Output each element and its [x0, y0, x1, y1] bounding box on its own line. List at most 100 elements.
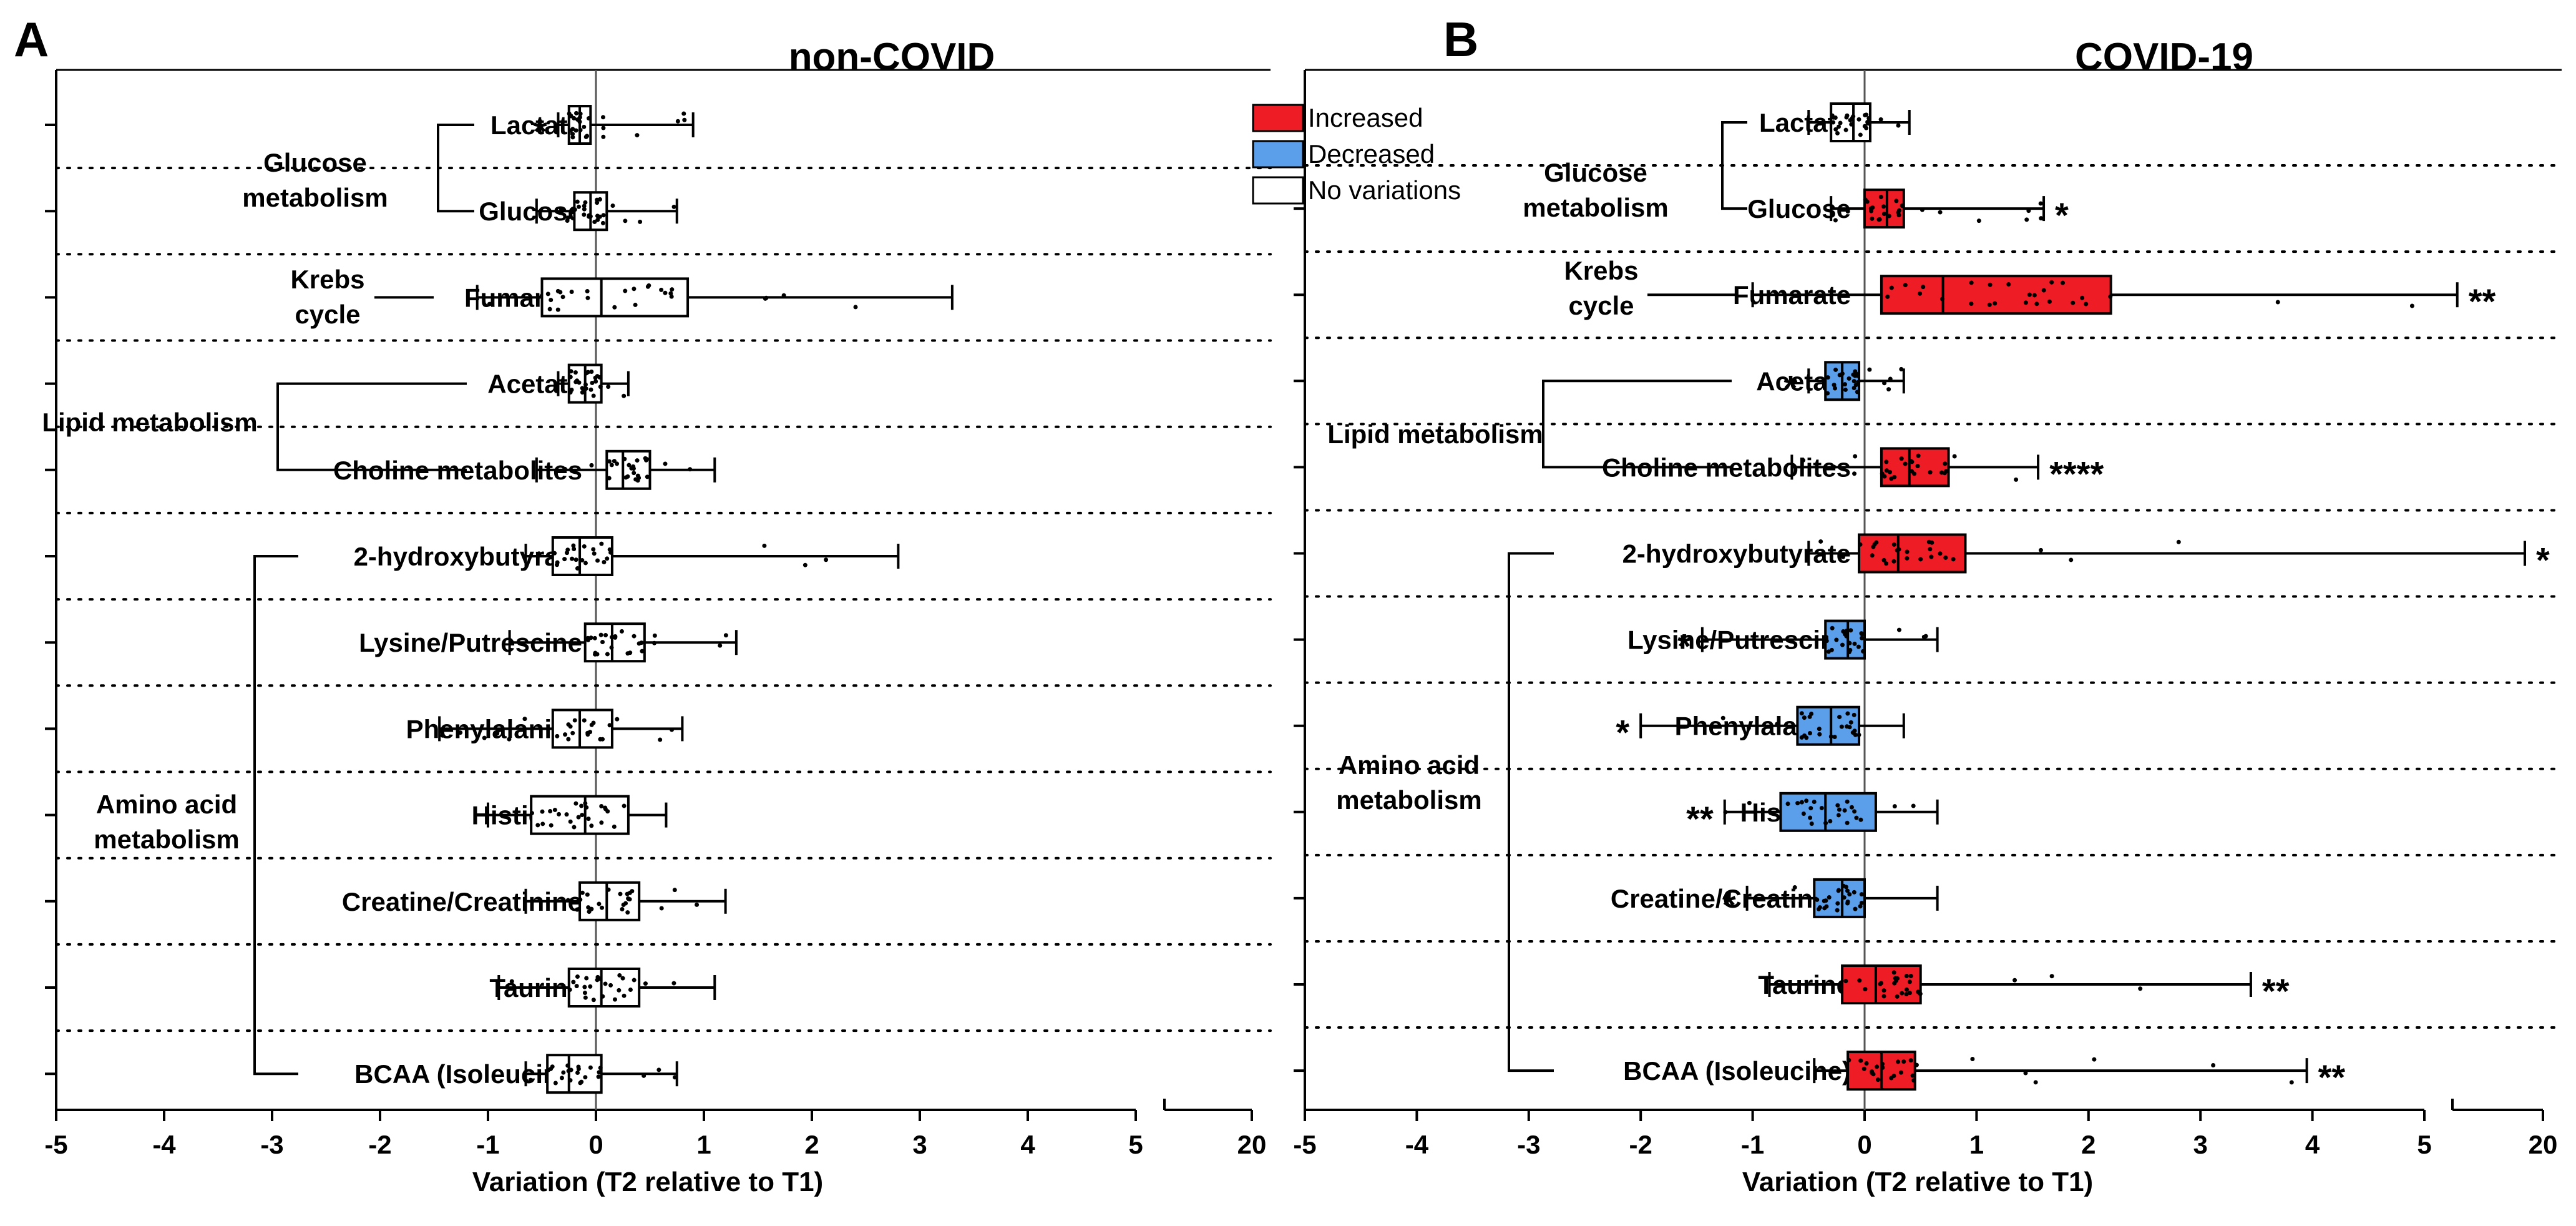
data-point [672, 1075, 677, 1080]
data-point [646, 283, 651, 288]
data-point [1969, 280, 1974, 285]
data-points [567, 110, 687, 140]
x-tick-label: 4 [1020, 1130, 1035, 1159]
data-point [2038, 201, 2043, 206]
data-point [583, 134, 588, 139]
data-point [1854, 815, 1859, 820]
data-point [1799, 711, 1804, 716]
data-point [595, 558, 600, 563]
data-point [605, 556, 610, 561]
data-point [2176, 539, 2181, 544]
data-point [553, 1081, 558, 1086]
data-point [522, 717, 527, 722]
data-point [2026, 208, 2031, 213]
data-point [586, 116, 591, 121]
data-point [1853, 906, 1858, 911]
data-point [555, 307, 560, 312]
data-points [1823, 625, 1928, 655]
data-point [600, 994, 605, 999]
data-point [1854, 371, 1859, 376]
data-point [1875, 1064, 1880, 1069]
data-point [1823, 821, 1828, 826]
data-point [1920, 207, 1925, 212]
data-point [627, 897, 632, 902]
row-fumarate: Fumarate [45, 277, 954, 318]
data-point [1847, 376, 1852, 381]
data-point [582, 991, 587, 996]
data-point [1845, 711, 1850, 716]
data-point [592, 635, 597, 640]
data-point [1842, 808, 1847, 813]
data-point [1891, 559, 1896, 564]
data-point [621, 903, 626, 908]
data-point [620, 976, 625, 981]
data-point [1746, 725, 1751, 730]
data-point [1807, 714, 1812, 719]
data-point [2014, 477, 2019, 482]
data-point [635, 458, 640, 463]
data-point [598, 1066, 603, 1071]
data-point [1807, 730, 1812, 735]
legend-swatch-no-variations [1252, 176, 1304, 205]
data-point [639, 640, 644, 645]
data-point [1864, 1061, 1869, 1066]
data-point [1929, 554, 1934, 559]
data-point [562, 466, 567, 471]
data-point [1845, 888, 1850, 893]
data-point [571, 979, 576, 984]
data-point [2289, 1080, 2294, 1085]
data-point [1896, 210, 1901, 215]
data-point [1838, 120, 1843, 125]
significance-marker: * [2055, 195, 2069, 235]
data-point [1819, 805, 1824, 810]
data-point [1826, 649, 1831, 654]
data-point [1938, 551, 1943, 556]
group-bracket [253, 555, 298, 1076]
data-point [584, 976, 589, 981]
data-point [595, 217, 600, 222]
data-point [1908, 459, 1913, 464]
x-tick-label: 2 [2081, 1130, 2095, 1159]
data-point [1812, 799, 1817, 804]
data-point [1863, 112, 1868, 117]
data-point [1849, 122, 1854, 127]
row-2-hydroxybutyrate: 2-hydroxybutyrate [45, 536, 900, 576]
x-tick-label: -4 [1405, 1130, 1429, 1159]
data-point [535, 823, 540, 828]
data-point [575, 907, 580, 912]
data-point [1910, 1073, 1915, 1078]
data-point [633, 302, 638, 307]
data-point [781, 293, 786, 298]
data-point [588, 635, 593, 640]
data-point [1863, 987, 1868, 992]
data-point [2041, 288, 2046, 293]
data-point [1825, 391, 1830, 396]
x-tick-label: -3 [1517, 1130, 1540, 1159]
data-point [645, 457, 650, 462]
x-tick-label: 0 [1857, 1130, 1871, 1159]
data-point [1870, 205, 1875, 210]
data-point [1951, 557, 1956, 562]
data-point [574, 984, 579, 989]
data-point [1928, 547, 1933, 552]
data-point [580, 558, 585, 563]
data-point [1891, 542, 1896, 547]
data-point [1840, 554, 1845, 559]
box-iqr [1813, 878, 1866, 918]
data-point [1801, 812, 1806, 817]
data-point [612, 824, 617, 829]
data-point [1930, 540, 1934, 545]
data-point [1901, 1059, 1906, 1064]
data-point [1858, 132, 1863, 137]
data-point [670, 727, 675, 732]
data-point [612, 459, 617, 464]
data-point [588, 1065, 593, 1070]
data-point [607, 459, 612, 464]
data-point [584, 805, 589, 810]
data-point [568, 819, 573, 824]
data-point [577, 204, 582, 209]
group-lipid-metabolism: Lipid metabolism [42, 382, 467, 471]
x-tick-label: -2 [368, 1130, 391, 1159]
